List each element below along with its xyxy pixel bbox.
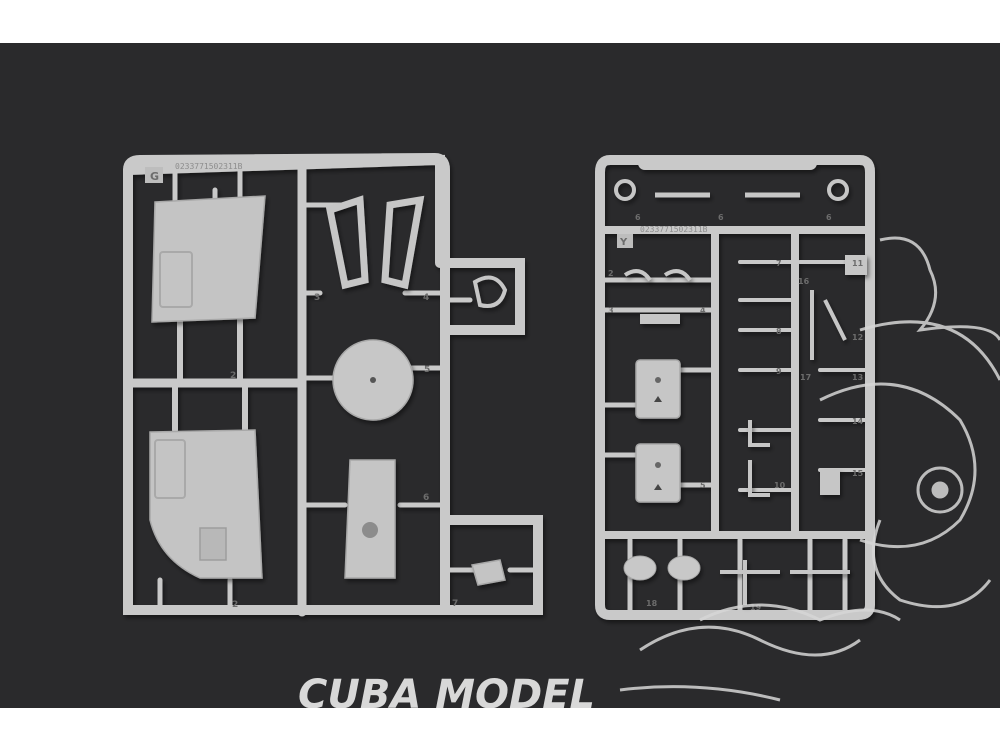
right-sprue-frame: [595, 155, 875, 620]
sprue-letter-y: Y: [619, 237, 628, 248]
part-number-label: 2: [232, 600, 238, 610]
part-number-label: 11: [852, 259, 864, 268]
frame-pair: [325, 195, 425, 290]
part-number-label: 16: [798, 277, 810, 286]
photo-canvas: G 0233771502311B 2 2 3 4 5 6 7: [123, 152, 1000, 708]
left-sprue: [123, 152, 543, 617]
part-number-label: 4: [700, 306, 706, 315]
part-number-label: 4: [423, 293, 429, 303]
part-number-label: 7: [776, 259, 782, 268]
left-sprue-parts: [149, 195, 508, 586]
square-plate-upper: [635, 359, 681, 419]
ring-part: [827, 179, 849, 201]
part-number-label: 15: [852, 469, 864, 478]
part-number-label: 6: [826, 213, 832, 222]
part-number-label: 14: [852, 417, 864, 426]
model-kit-photo: G 0233771502311B 2 2 3 4 5 6 7: [0, 43, 1000, 708]
armor-plate-upper: [151, 195, 266, 323]
armor-plate-lower: [149, 429, 263, 579]
square-plate-lower: [635, 443, 681, 503]
part-number-label: 6: [423, 493, 429, 503]
small-bracket: [471, 559, 506, 586]
part-number-label: 2: [608, 269, 614, 278]
seat-frame: [344, 459, 396, 579]
part-number-label: 2: [230, 371, 236, 381]
part-number-label: 13: [852, 373, 863, 382]
part-number-label: 3: [608, 306, 614, 315]
part-number-label: 17: [800, 373, 811, 382]
part-number-label: 6: [718, 213, 724, 222]
part-number-label: 3: [314, 293, 320, 303]
right-sprue-labels: Y 0233771502311B 2 3 4 5 6 6 6 7 8 9 10 …: [608, 213, 864, 612]
watermark-text: CUBA MODEL: [298, 672, 595, 708]
part-number-label: 9: [776, 367, 782, 376]
ring-part: [614, 179, 636, 201]
part-number-label: 18: [646, 599, 658, 608]
part-number-label: 5: [700, 481, 706, 490]
part-number-label: 8: [776, 327, 782, 336]
right-sprue-parts: [614, 179, 867, 605]
part-number-label: 10: [774, 481, 786, 490]
part-number-label: 6: [635, 213, 641, 222]
sprue-letter-g: G: [150, 170, 159, 183]
sprue-code-right: 0233771502311B: [640, 225, 708, 234]
part-number-label: 7: [452, 599, 458, 609]
sprue-code-left: 0233771502311B: [175, 162, 243, 171]
left-sprue-labels: G 0233771502311B 2 2 3 4 5 6 7: [145, 162, 458, 610]
part-number-label: 12: [852, 333, 863, 342]
small-clip: [472, 275, 508, 308]
watermark-mascot: [619, 236, 1000, 702]
part-number-label: 19: [750, 603, 762, 612]
part-number-label: 5: [424, 365, 430, 375]
